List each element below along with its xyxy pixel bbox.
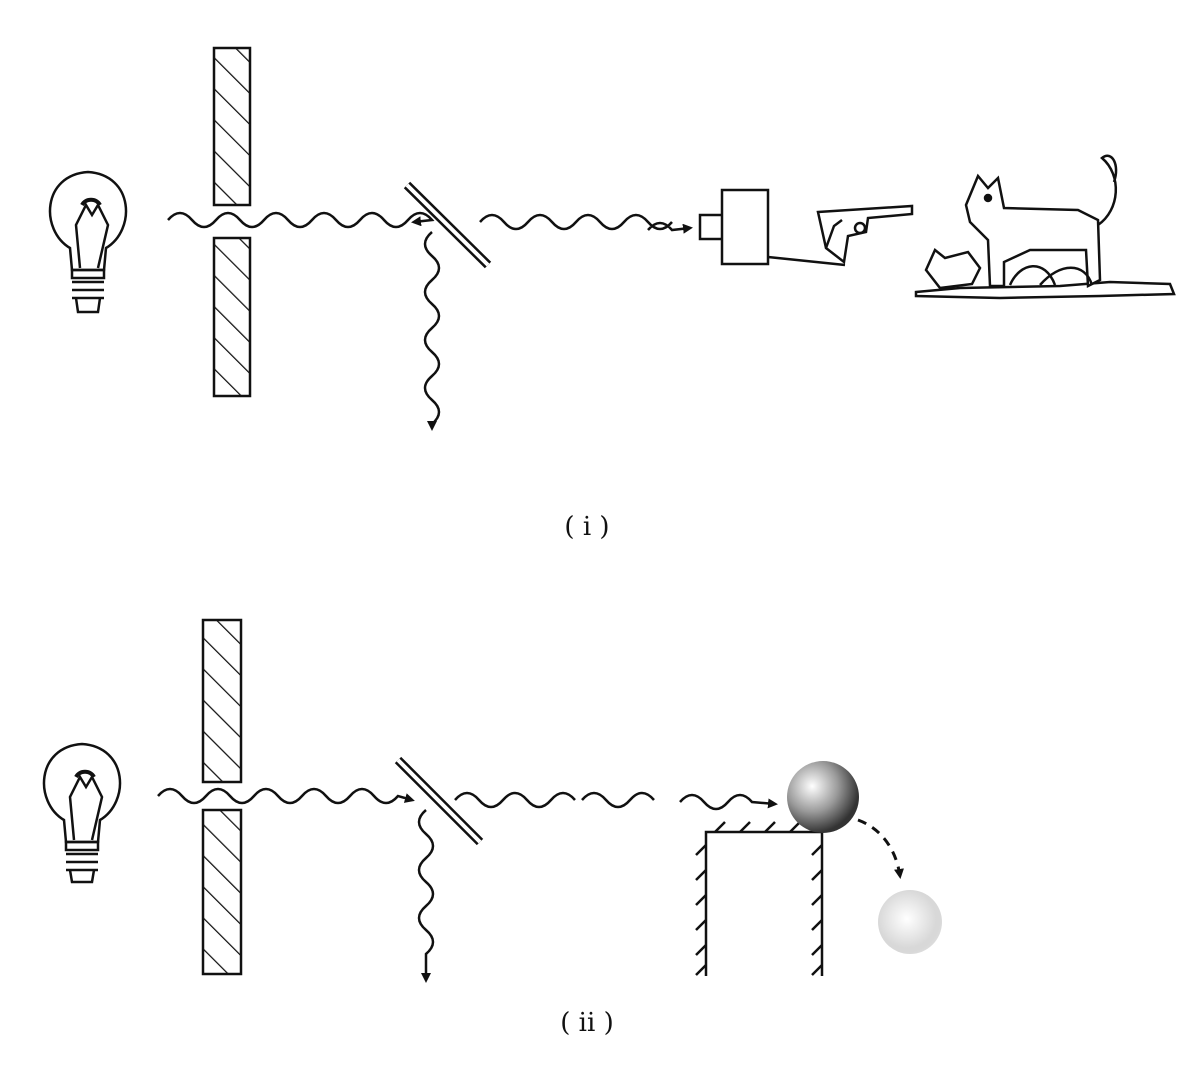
photon-wave-reflected xyxy=(417,809,435,983)
photon-wave-incoming xyxy=(157,787,415,805)
light-bulb-icon xyxy=(48,170,128,314)
photon-wave-incoming xyxy=(167,211,435,229)
panel-i xyxy=(48,46,1176,431)
photon-wave-transmitted xyxy=(454,791,775,809)
ball-ghost-icon xyxy=(878,890,942,954)
detector-icon xyxy=(698,188,846,267)
ball-fall-path xyxy=(857,818,904,879)
light-bulb-icon xyxy=(42,742,122,884)
slit-wall xyxy=(201,618,243,976)
beam-splitter-icon xyxy=(403,181,492,269)
caption-panel-ii: ( ii ) xyxy=(560,1008,614,1038)
revolver-icon xyxy=(816,204,914,265)
caption-panel-i: ( i ) xyxy=(564,512,610,542)
cat-icon xyxy=(914,154,1176,300)
ball-icon xyxy=(787,761,859,833)
photon-wave-reflected xyxy=(423,231,441,431)
pedestal xyxy=(695,821,824,976)
beam-splitter-icon xyxy=(394,756,484,846)
photon-wave-transmitted xyxy=(479,213,690,230)
slit-wall xyxy=(212,46,252,398)
panel-ii xyxy=(42,618,942,983)
